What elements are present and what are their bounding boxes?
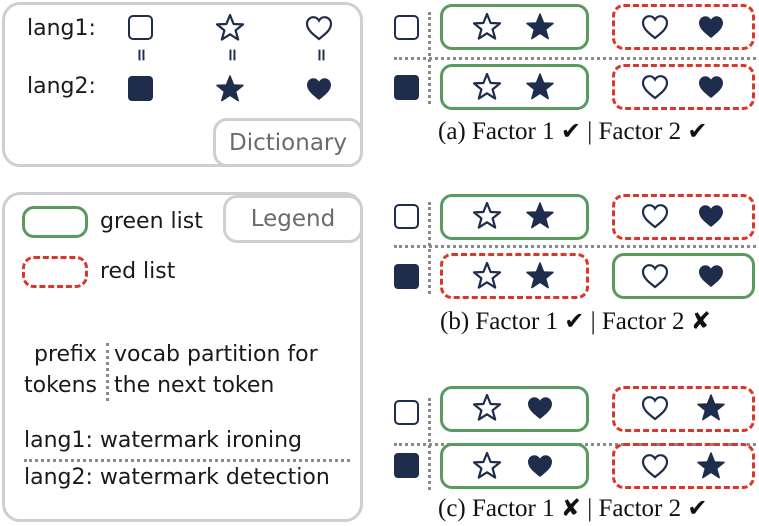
star-outline-icon — [472, 261, 502, 291]
heart-outline-icon — [640, 201, 670, 231]
heart-filled-icon — [696, 72, 726, 102]
factor2-mark: ✔ — [687, 117, 708, 145]
dictionary-lang2-label: lang2: — [27, 74, 96, 99]
vocab-partition-label: vocab partition for — [114, 342, 318, 367]
heart-outline-icon — [640, 72, 670, 102]
square-filled-icon — [128, 76, 153, 101]
equals-sign: = — [311, 47, 332, 63]
caption-prefix: (c) Factor 1 — [438, 495, 555, 522]
square-outline-icon — [394, 400, 419, 425]
green-list — [440, 194, 589, 240]
panel-a-horizontal-separator — [394, 57, 756, 60]
next-token-label: the next token — [114, 373, 275, 398]
equals-sign: = — [131, 47, 152, 63]
star-filled-icon — [696, 393, 726, 423]
legend-panel — [2, 192, 363, 522]
factor1-mark: ✔ — [560, 117, 581, 145]
heart-outline-icon — [640, 451, 670, 481]
square-filled-icon — [394, 75, 419, 100]
star-outline-icon — [472, 201, 502, 231]
heart-filled-icon — [696, 201, 726, 231]
green-list — [440, 386, 589, 432]
lang-separator — [24, 459, 350, 462]
green-list — [440, 4, 589, 50]
panel-c-caption: (c) Factor 1 ✘ | Factor 2 ✔ — [438, 494, 707, 523]
prefix-label: prefix — [34, 342, 97, 367]
caption-prefix: (a) Factor 1 — [438, 118, 555, 145]
star-outline-icon — [215, 13, 245, 43]
red-list — [612, 4, 755, 50]
factor2-mark: ✔ — [687, 494, 708, 522]
caption-separator: | Factor 2 — [580, 495, 682, 522]
heart-filled-icon — [696, 12, 726, 42]
heart-filled-icon — [304, 74, 334, 104]
heart-outline-icon — [640, 261, 670, 291]
red-list — [612, 194, 755, 240]
panel-b-horizontal-separator — [394, 245, 756, 248]
heart-outline-icon — [640, 393, 670, 423]
tokens-label: tokens — [24, 373, 97, 398]
panel-b-caption: (b) Factor 1 ✔ | Factor 2 ✘ — [440, 307, 711, 336]
dictionary-lang1-label: lang1: — [27, 16, 96, 41]
star-outline-icon — [472, 72, 502, 102]
square-outline-icon — [394, 204, 419, 229]
red-list — [440, 253, 589, 299]
red-list-label: red list — [100, 259, 176, 284]
star-outline-icon — [472, 12, 502, 42]
factor1-mark: ✔ — [564, 307, 585, 335]
red-list — [612, 64, 755, 110]
heart-filled-icon — [525, 451, 555, 481]
equals-sign: = — [222, 47, 243, 63]
prefix-separator — [106, 343, 109, 401]
factor2-mark: ✘ — [690, 307, 711, 335]
panel-b-vertical-separator — [428, 202, 431, 294]
caption-prefix: (b) Factor 1 — [440, 308, 559, 335]
square-filled-icon — [394, 453, 419, 478]
factor1-mark: ✘ — [560, 494, 581, 522]
star-filled-icon — [696, 451, 726, 481]
dictionary-panel — [2, 2, 363, 167]
panel-a-caption: (a) Factor 1 ✔ | Factor 2 ✔ — [438, 117, 707, 146]
star-filled-icon — [525, 261, 555, 291]
star-filled-icon — [525, 72, 555, 102]
square-filled-icon — [394, 264, 419, 289]
dictionary-tag: Dictionary — [213, 118, 363, 167]
heart-filled-icon — [696, 261, 726, 291]
lang1-description: lang1: watermark ironing — [24, 428, 302, 453]
green-list-swatch — [22, 206, 88, 238]
square-outline-icon — [128, 15, 153, 40]
caption-separator: | Factor 2 — [580, 118, 682, 145]
star-filled-icon — [525, 201, 555, 231]
star-outline-icon — [472, 393, 502, 423]
green-list — [612, 253, 755, 299]
green-list — [440, 64, 589, 110]
red-list — [612, 386, 755, 432]
lang2-description: lang2: watermark detection — [24, 465, 330, 490]
green-list — [440, 443, 589, 489]
caption-separator: | Factor 2 — [584, 308, 685, 335]
green-list-label: green list — [100, 209, 203, 234]
star-filled-icon — [215, 74, 245, 104]
heart-outline-icon — [304, 13, 334, 43]
legend-tag: Legend — [223, 195, 363, 243]
star-filled-icon — [525, 12, 555, 42]
square-outline-icon — [394, 15, 419, 40]
red-list — [612, 443, 755, 489]
heart-filled-icon — [525, 393, 555, 423]
red-list-swatch — [22, 256, 88, 288]
star-outline-icon — [472, 451, 502, 481]
heart-outline-icon — [640, 12, 670, 42]
